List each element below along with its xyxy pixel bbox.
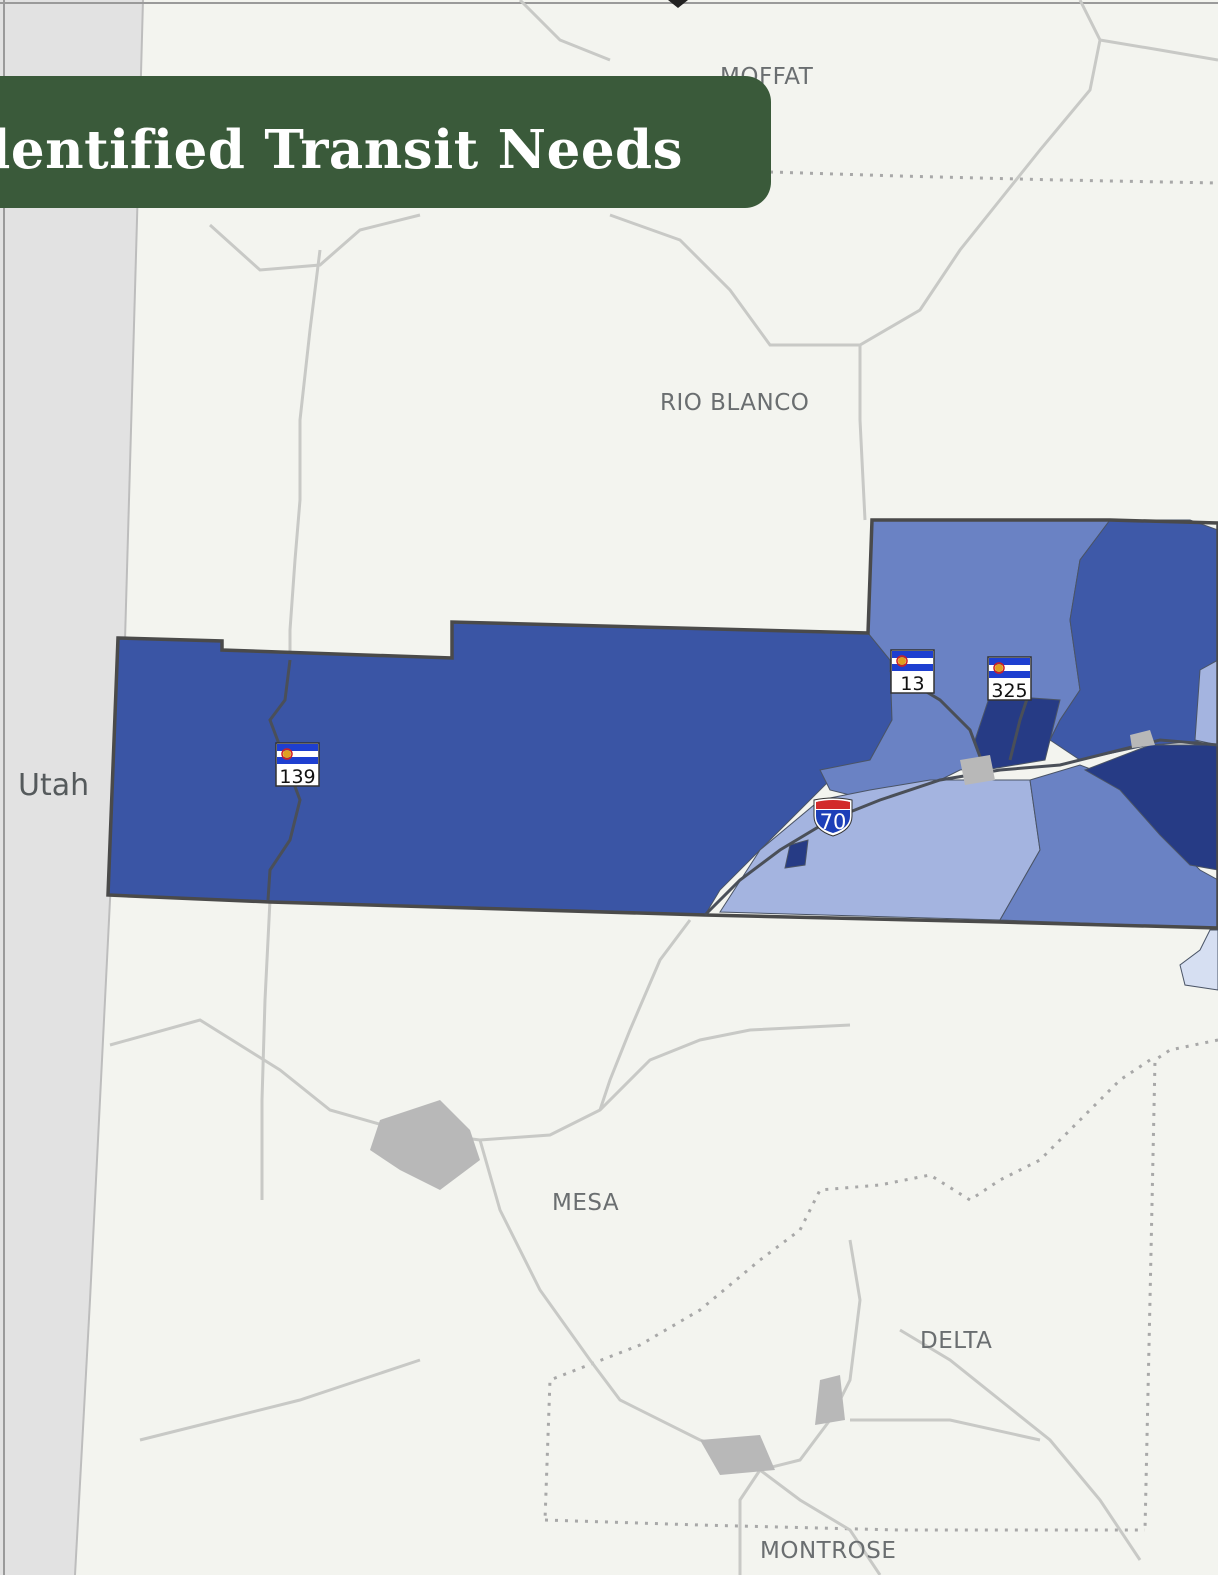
map-title: Identified Transit Needs xyxy=(0,119,683,181)
county-label-rio-blanco: RIO BLANCO xyxy=(660,390,809,416)
i-70-label: 70 xyxy=(820,810,847,834)
county-label-delta: DELTA xyxy=(920,1328,992,1354)
co-139-shield-icon: 139 xyxy=(275,742,320,788)
interstate-70-shield-icon: 70 xyxy=(813,797,853,837)
co-13-label: 13 xyxy=(900,673,924,695)
county-label-mesa: MESA xyxy=(552,1190,619,1216)
utah-area xyxy=(0,0,143,1575)
title-banner: Identified Transit Needs xyxy=(0,76,771,208)
tract-east-light xyxy=(1194,659,1218,746)
co-325-shield-icon: 325 xyxy=(987,656,1032,702)
county-boundaries xyxy=(543,170,1218,1532)
north-arrow-icon xyxy=(668,0,688,8)
tract-regions xyxy=(107,519,1218,991)
tract-small-dark xyxy=(784,839,809,869)
town-patches xyxy=(370,730,1155,1475)
co-325-label: 325 xyxy=(991,680,1027,702)
tract-east-dark xyxy=(1083,744,1218,871)
tract-edge-verylight xyxy=(1179,929,1218,991)
co-13-shield-icon: 13 xyxy=(890,649,935,695)
tract-east xyxy=(1049,519,1218,761)
co-139-label: 139 xyxy=(279,766,315,788)
county-label-montrose: MONTROSE xyxy=(760,1538,896,1564)
county-outline xyxy=(106,518,1218,930)
state-label-utah: Utah xyxy=(18,768,89,803)
roads xyxy=(109,0,1218,1575)
